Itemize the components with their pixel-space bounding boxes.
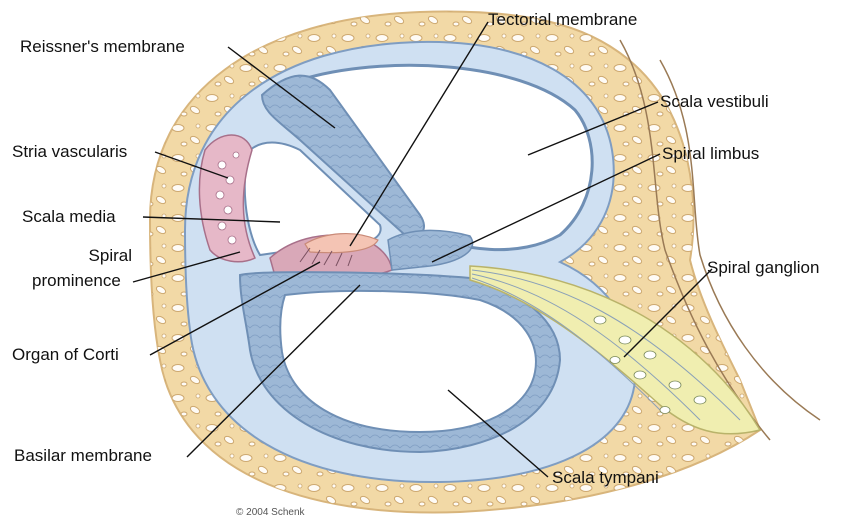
copyright-credit: © 2004 Schenk — [236, 507, 305, 518]
label-spiral-ganglion: Spiral ganglion — [707, 258, 819, 278]
label-stria-vascularis: Stria vascularis — [12, 142, 127, 162]
label-scala-tympani: Scala tympani — [552, 468, 659, 488]
label-tectorial-membrane: Tectorial membrane — [488, 10, 637, 30]
label-spiral-prominence-line2: prominence — [32, 271, 121, 291]
label-reissners-membrane: Reissner's membrane — [20, 37, 185, 57]
label-organ-of-corti: Organ of Corti — [12, 345, 119, 365]
label-spiral-limbus: Spiral limbus — [662, 144, 759, 164]
label-scala-vestibuli: Scala vestibuli — [660, 92, 769, 112]
label-scala-media: Scala media — [22, 207, 116, 227]
label-spiral-prominence-line1: Spiral — [60, 246, 132, 266]
label-basilar-membrane: Basilar membrane — [14, 446, 152, 466]
